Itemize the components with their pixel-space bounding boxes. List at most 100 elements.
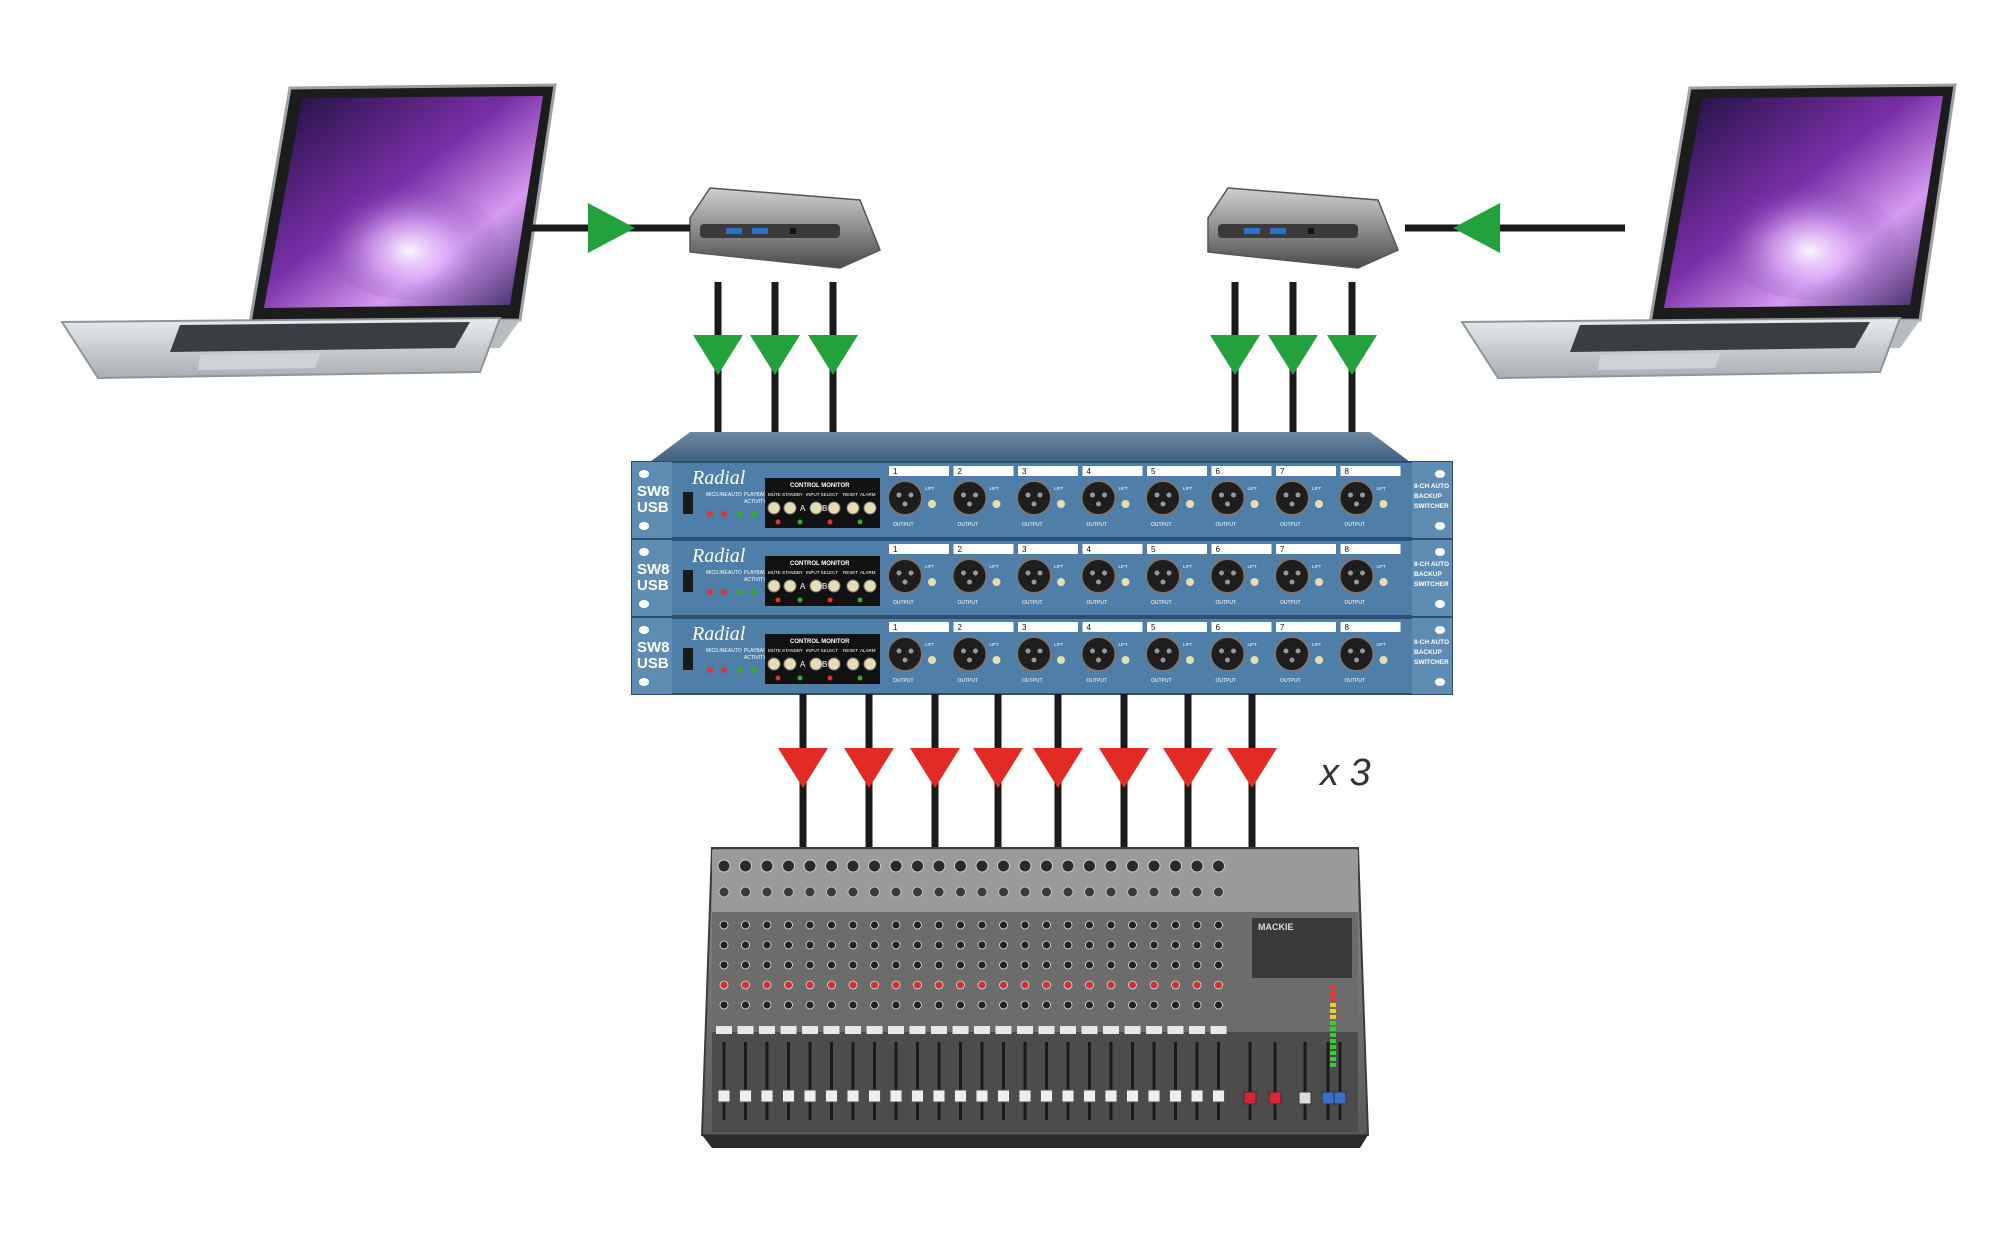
mixer-channel-strip [974,859,990,1120]
led [857,597,863,603]
fader-cap [975,1089,989,1103]
knob [1128,920,1137,930]
channel-scribble-strip [952,1026,969,1034]
channel-scribble-strip [1081,1026,1098,1034]
control-button [809,501,823,515]
ground-lift-switch [1186,656,1194,664]
ground-lift-switch [1315,500,1323,508]
channel-number: 2 [958,545,963,554]
channel-label-strip [1018,622,1078,632]
knob [934,980,944,990]
channel-scribble-strip [995,1026,1012,1034]
fader-cap [1147,1089,1161,1103]
fader-cap [1126,1089,1139,1103]
ground-lift-switch [1057,578,1065,586]
output-arrow [1163,748,1213,788]
description-label: 8-CH AUTO [1414,561,1449,568]
select-b-label: B [822,504,827,513]
channel-scribble-strip [759,1026,775,1034]
fader-cap [825,1089,838,1103]
input-jack [975,859,989,873]
output-label: OUTPUT [1280,600,1301,606]
fader-slot [1023,1042,1027,1120]
knob [1106,960,1116,970]
status-label: MIC/LINE [706,648,728,654]
led [857,519,863,525]
knob [1063,980,1073,990]
input-jack [1213,886,1224,898]
ground-lift-switch [1379,578,1388,586]
fader-slot [1303,1042,1307,1120]
output-label: OUTPUT [893,600,914,606]
input-jack [890,886,902,898]
control-button [767,501,781,515]
model-label: SW8 [637,483,670,500]
knob [762,980,772,990]
usb-hub-left [689,187,881,269]
led [827,597,833,603]
control-button [783,657,797,671]
lift-label: LIFT [1183,486,1193,491]
knob [719,920,729,930]
xlr-output-connector [1080,558,1117,594]
input-jack [997,859,1010,873]
xlr-output-connector [1016,480,1052,516]
knob [870,940,879,950]
input-jack [1104,859,1118,873]
usb-arrow-down [808,335,858,375]
mixer-channel-strip [780,859,797,1120]
knob [805,920,815,930]
knob [762,940,772,950]
knob [805,980,815,990]
xlr-output-connector [1338,480,1375,516]
channel-number: 2 [958,467,963,476]
xlr-output-connector [887,480,923,516]
channel-scribble-strip [909,1026,926,1034]
knob [719,940,729,950]
knob [1128,980,1137,990]
knob [1214,980,1223,990]
channel-number: 6 [1216,545,1221,554]
xlr-output-connector [1016,636,1052,672]
lift-label: LIFT [925,564,935,569]
knob [934,920,944,930]
master-fader-cap [1333,1091,1347,1105]
output-label: OUTPUT [1216,522,1237,528]
lift-label: LIFT [925,642,935,647]
model-label: SW8 [637,561,670,578]
knob [805,1000,815,1010]
fader-cap [803,1089,817,1103]
ground-lift-switch [992,656,1001,664]
input-jack [847,886,859,898]
knob [741,920,750,930]
xlr-output-connector [1209,480,1246,516]
status-label: MIC/LINE [706,570,728,576]
mixer-channel-strip [1146,859,1162,1120]
lift-label: LIFT [1119,486,1129,491]
led [707,511,713,517]
knob [1192,920,1202,930]
channel-number: 5 [1151,623,1156,632]
mixer-channel-strip [845,859,861,1120]
fader-cap [1083,1089,1096,1103]
control-label: STANDBY [782,648,803,653]
knob [977,920,987,930]
rack-ear-hole [639,548,649,556]
level-meter-segment [1330,1021,1336,1025]
knob [1085,960,1094,970]
master-fader-cap [1298,1091,1312,1105]
mixer-channel-strip [952,859,969,1120]
fader-slot [851,1042,855,1120]
knob [891,920,901,930]
description-label: SWITCHER [1414,581,1449,588]
control-label: ALARM [860,648,876,653]
led [707,667,713,673]
control-label: INPUT SELECT [806,570,838,575]
knob [977,980,987,990]
